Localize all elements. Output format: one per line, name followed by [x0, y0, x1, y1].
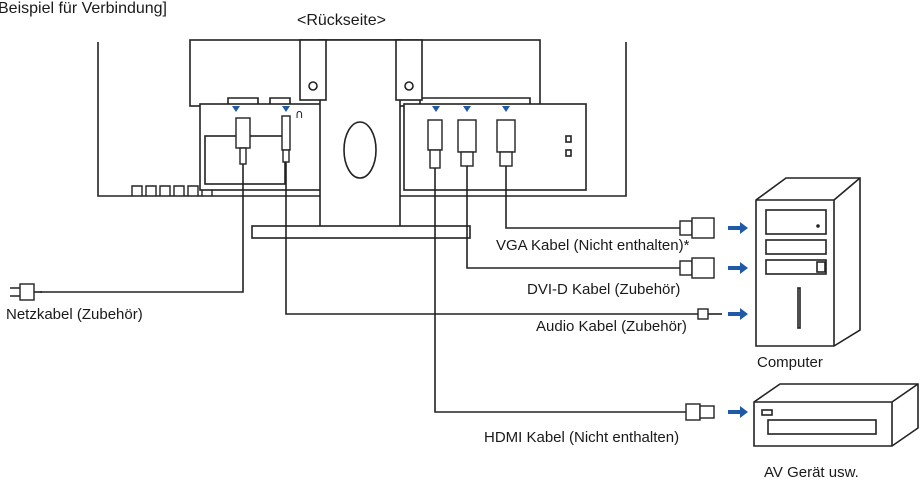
computer-label: Computer [757, 354, 823, 371]
dvi-cable-label: DVI-D Kabel (Zubehör) [527, 281, 680, 298]
hdmi-cable [427, 119, 715, 421]
av-device-label: AV Gerät usw. [764, 464, 859, 481]
hdmi-cable-label: HDMI Kabel (Nicht enthalten) [484, 429, 679, 446]
vga-cable [496, 119, 715, 239]
computer-icon [755, 177, 861, 347]
power-cable [10, 117, 251, 301]
rear-heading: <Rückseite> [297, 12, 386, 29]
monitor-rear: ∩ [97, 39, 627, 239]
audio-cable-label: Audio Kabel (Zubehör) [536, 318, 687, 335]
port-arrows [232, 106, 510, 112]
av-device-icon [753, 383, 919, 447]
example-heading: Beispiel für Verbindung] [0, 0, 167, 17]
vent-slits [131, 185, 213, 196]
device-arrows [728, 222, 748, 418]
vga-cable-label: VGA Kabel (Nicht enthalten)* [496, 237, 690, 254]
svg-text:∩: ∩ [295, 107, 304, 121]
power-cable-label: Netzkabel (Zubehör) [6, 306, 143, 323]
dvi-cable [457, 119, 715, 279]
audio-cable [281, 115, 722, 320]
